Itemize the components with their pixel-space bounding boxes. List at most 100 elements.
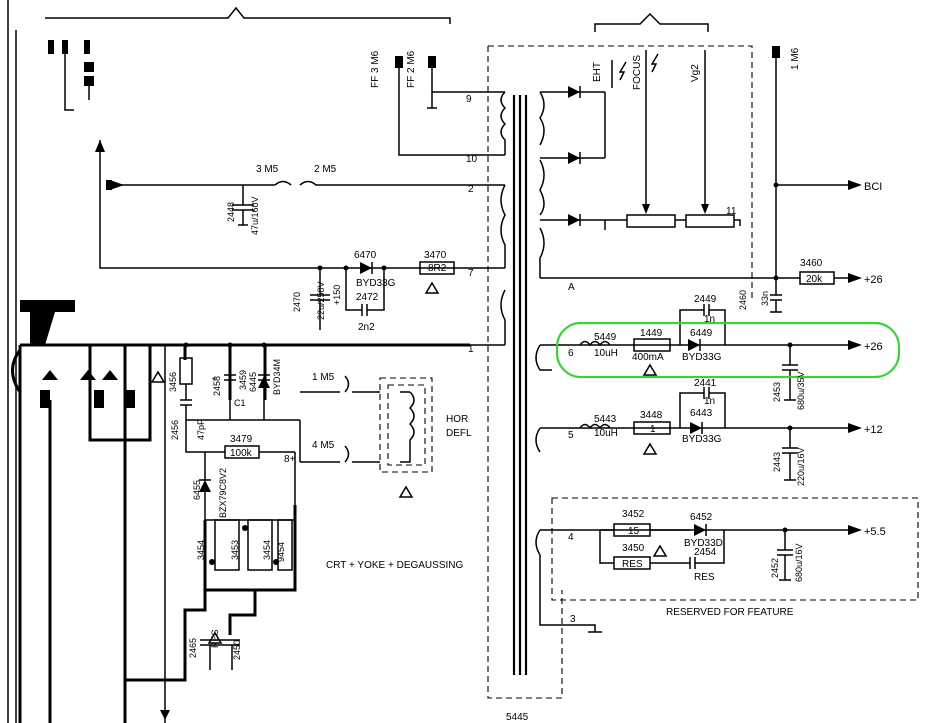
m5-3-label: 3 M5 [256, 164, 279, 175]
c2470-val: 22u/250V [316, 281, 326, 320]
left-frame [7, 0, 17, 723]
m5-2-label: 2 M5 [314, 164, 337, 175]
r3448-ref: 3448 [640, 410, 663, 421]
r3453-label: 3453 [230, 540, 240, 560]
highlight-26v-output [555, 321, 901, 379]
pin-4-label: 4 [568, 532, 574, 543]
m5-1-label: 1 M5 [312, 372, 335, 383]
r3450-val: RES [622, 559, 643, 570]
r3470-val: 8R2 [428, 263, 447, 274]
feed-line-150v [95, 140, 470, 269]
c2448-ref: 2448 [226, 202, 236, 222]
bias-network [125, 420, 297, 682]
output-5v5-row [599, 523, 862, 581]
pin-5-label: 5 [568, 430, 574, 441]
c2443-ref: 2443 [772, 452, 782, 472]
c2448-val: 47u/160V [250, 196, 260, 235]
warning-triangles [150, 281, 668, 644]
r3470-ref: 3470 [424, 250, 447, 261]
text-labels: 9 10 2 7 1 A 11 6 5 4 3 5445 EHT FOCUS V… [168, 47, 886, 723]
eht-label: EHT [592, 62, 603, 82]
d6455-val: BZX79C8V2 [218, 468, 228, 518]
output-26v-row [579, 304, 862, 401]
pin-a-label: A [568, 282, 575, 293]
bci-output [776, 180, 862, 190]
r3460-val: 20k [806, 274, 823, 285]
f1449-val: 400mA [632, 352, 664, 363]
left-output-stage [18, 345, 170, 723]
pin-6-label: 6 [568, 348, 574, 359]
c2460-val: 33n [760, 291, 770, 306]
r3450-ref: 3450 [622, 543, 645, 554]
asterisk-label: * [212, 376, 216, 387]
c2453-val: 680u/35V [796, 371, 806, 410]
c2452-val: 680u/16V [794, 543, 804, 582]
transformer-ref: 5445 [506, 712, 529, 723]
l5449-ref: 5449 [594, 332, 617, 343]
d6455-ref: 6455 [192, 480, 202, 500]
focus-label: FOCUS [632, 55, 643, 90]
c2470-ref: 2470 [292, 292, 302, 312]
d6470-ref: 6470 [354, 250, 377, 261]
r3452-ref: 3452 [622, 509, 645, 520]
d6449-ref: 6449 [690, 328, 713, 339]
c2458-label: 2458 [212, 376, 222, 396]
bci-label: BCI [864, 181, 882, 193]
d6449-val: BYD33G [682, 352, 722, 363]
c2454-ref: 2454 [694, 547, 717, 558]
c2454-val: RES [694, 572, 715, 583]
d6445-label: 6445 [248, 372, 258, 392]
transformer-frame [487, 45, 919, 699]
reserved-label: RESERVED FOR FEATURE [666, 607, 794, 618]
c2449-ref: 2449 [694, 294, 717, 305]
v55-label: +5.5 [864, 526, 886, 538]
c2472-ref: 2472 [356, 292, 379, 303]
f1449-ref: 1449 [640, 328, 663, 339]
r3454a-label: 3454 [196, 540, 206, 560]
pin-9-label: 9 [466, 94, 472, 105]
v12-label: +12 [864, 424, 883, 436]
c2465-label: 2465 [188, 638, 198, 658]
top-left-bracket [45, 6, 451, 24]
c2460-ref: 2460 [738, 290, 748, 310]
d6443-ref: 6443 [690, 408, 713, 419]
r3448-val: 1 [650, 424, 656, 435]
c2472-val: 2n2 [358, 322, 375, 333]
left-connector-pins [48, 40, 94, 111]
r3460-ref: 3460 [800, 258, 823, 269]
hor-defl-label-2: DEFL [446, 428, 472, 439]
horizontal-supply [310, 261, 455, 330]
c2450-label: 2450 [232, 640, 242, 660]
d6445-val: BYD34M [272, 359, 282, 395]
ff-connectors [395, 56, 470, 156]
top-right-bracket [594, 12, 709, 32]
c1-label: C1 [234, 398, 246, 408]
pin-11-label: 11 [726, 206, 737, 217]
m6-1-label: 1 M6 [790, 47, 801, 70]
v26-bottom-label: +26 [864, 341, 883, 353]
high-voltage-outputs [568, 50, 741, 230]
r3479-val: 100k [230, 448, 253, 459]
c2452-ref: 2452 [770, 558, 780, 578]
l5443-val: 10uH [594, 428, 618, 439]
pin1-bus [11, 300, 470, 400]
c2441-ref: 2441 [694, 378, 717, 389]
pin-3-label: 3 [570, 614, 576, 625]
l5443-ref: 5443 [594, 414, 617, 425]
vg2-label: Vg2 [690, 64, 701, 82]
ff2-label: FF 2 M6 [406, 50, 417, 88]
deflection-connectors [299, 375, 433, 473]
m5-4-label: 4 M5 [312, 440, 335, 451]
pin-7-label: 7 [468, 268, 474, 279]
d6452-val: BYD33D [684, 538, 723, 549]
v26-top-label: +26 [864, 274, 883, 286]
d6452-ref: 6452 [690, 512, 713, 523]
d6470-val: BYD33G [356, 278, 396, 289]
r3452-val: 15 [628, 526, 640, 537]
v8-label: 8+ [284, 454, 296, 465]
r3454b-label: 3454 [262, 540, 272, 560]
c2456-ref: 2456 [170, 420, 180, 440]
c2441-val: 1n [704, 396, 715, 407]
